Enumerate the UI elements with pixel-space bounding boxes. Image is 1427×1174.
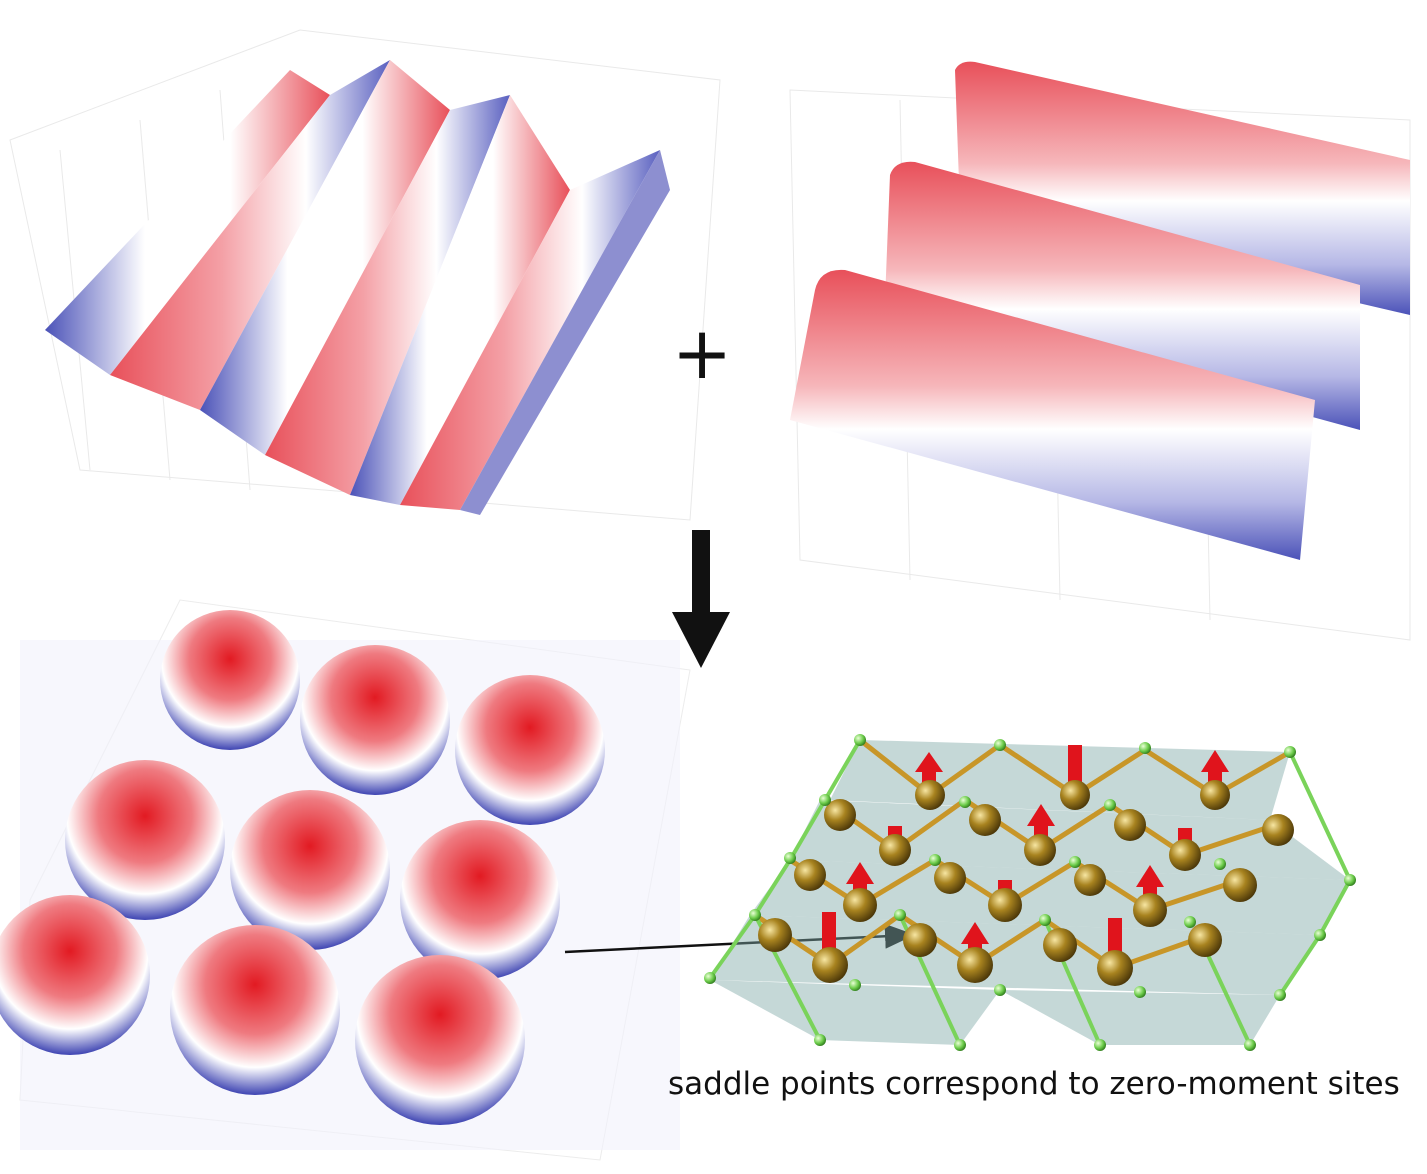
metal-atoms [758,780,1294,986]
down-arrow [672,530,730,668]
bottom-left-superposed-panel [0,599,691,1161]
top-right-wave-panel [789,61,1411,641]
horizontal-cylinders [790,61,1410,560]
wave-bumps [0,610,680,1150]
diagonal-ridges [45,60,670,515]
ligand-atoms [704,734,1356,1051]
top-left-wave-panel [9,29,721,521]
crystal-structure-panel [704,734,1356,1051]
figure-caption: saddle points correspond to zero-moment … [668,1066,1400,1102]
plus-sign: + [672,311,732,395]
saddle-point-pointer [564,923,915,954]
